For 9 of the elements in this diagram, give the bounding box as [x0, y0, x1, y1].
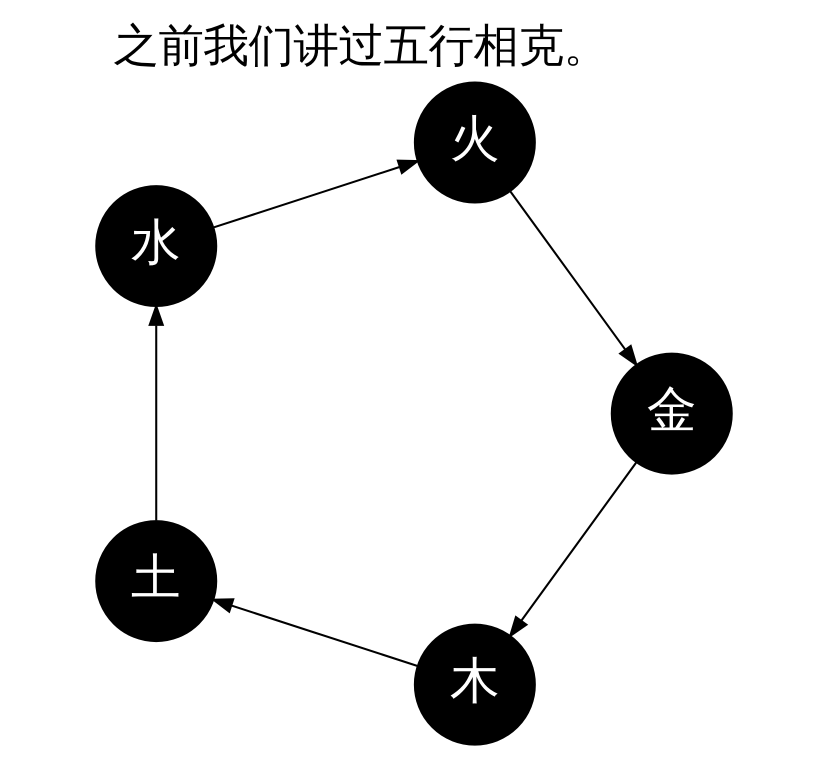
arrow: [210, 598, 418, 667]
arrow: [508, 462, 637, 638]
node-circle: 水: [95, 185, 218, 308]
diagram-title: 之前我们讲过五行相克。: [113, 19, 608, 72]
node-circle: 火: [414, 82, 536, 204]
node-circle: 土: [95, 520, 218, 642]
node-circle: 金: [610, 352, 733, 475]
arrow: [510, 191, 638, 368]
node-circle: 木: [414, 624, 536, 746]
